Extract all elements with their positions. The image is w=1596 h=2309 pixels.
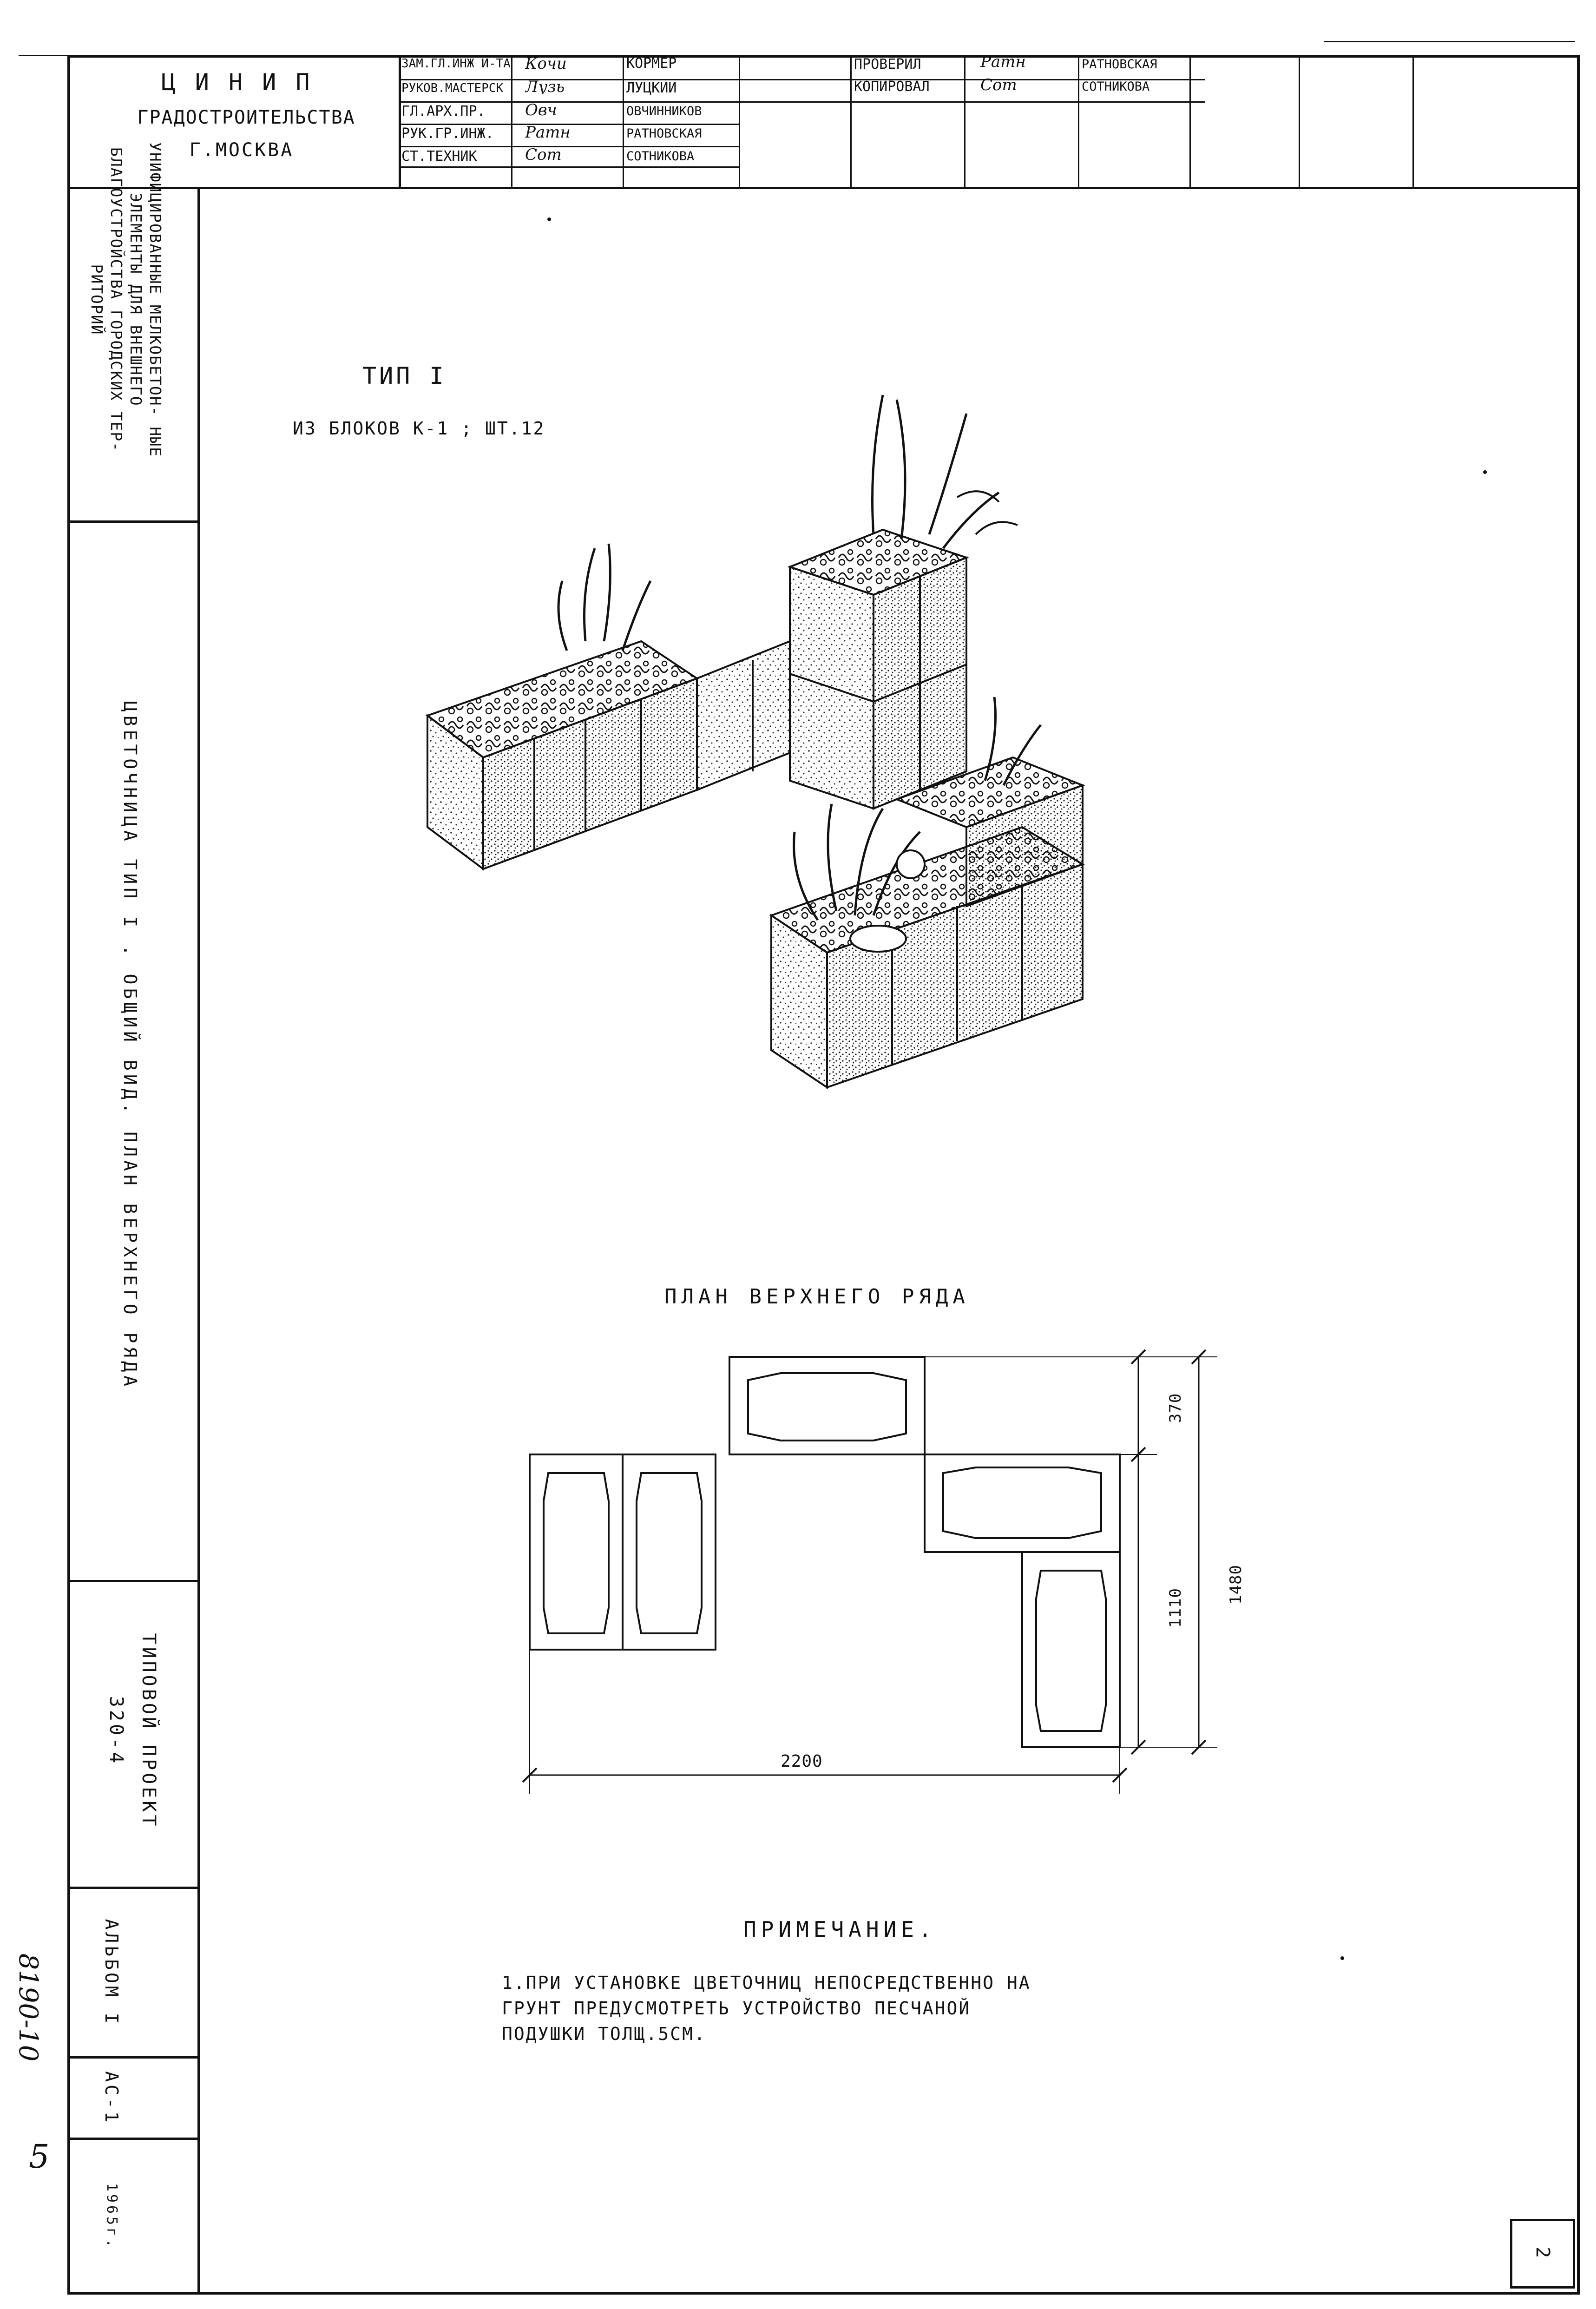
project-label: ТИПОВОЙ ПРОЕКТ	[138, 1633, 159, 1829]
org-name: Ц И Н И П	[161, 69, 313, 96]
type-title: ТИП I	[362, 362, 447, 389]
tb-sig-3: Овч	[525, 103, 557, 117]
plan-drawing	[522, 1349, 1217, 1794]
tb-name-4: РАТНОВСКАЯ	[626, 127, 702, 141]
sheet-code: АС-1	[101, 2071, 122, 2125]
sheet-number: 2	[1532, 2246, 1553, 2261]
left-column-divider	[197, 187, 200, 2294]
tb-role-1: ЗАМ.ГЛ.ИНЖ И-ТА	[401, 57, 510, 71]
album-title: УНИФИЦИРОВАННЫЕ МЕЛКОБЕТОН- НЫЕ ЭЛЕМЕНТЫ…	[88, 142, 164, 457]
dim-1480: 1480	[1227, 1565, 1245, 1605]
side-div-1	[67, 520, 200, 523]
plan-title: ПЛАН ВЕРХНЕГО РЯДА	[664, 1285, 970, 1309]
tb-sig-4: Ратн	[525, 125, 571, 139]
dim-370: 370	[1166, 1393, 1185, 1423]
tb-sig-2: Лузь	[525, 80, 565, 94]
tb-name-3: ОВЧИННИКОВ	[626, 105, 702, 118]
side-div-2	[67, 1580, 200, 1582]
side-div-4	[67, 2056, 200, 2059]
tb-role-4: РУК.ГР.ИНЖ.	[401, 127, 494, 141]
margin-page: 5	[29, 2138, 50, 2176]
check-name-2: СОТНИКОВА	[1082, 80, 1150, 94]
project-number: 320-4	[105, 1696, 127, 1766]
top-stray-line	[19, 55, 70, 56]
stray-dot-1	[547, 217, 551, 221]
sheet-title: ЦВЕТОЧНИЦА ТИП I . ОБЩИЙ ВИД. ПЛАН ВЕРХН…	[120, 701, 140, 1390]
album-number: АЛЬБОМ I	[101, 1919, 122, 2026]
side-div-3	[67, 1887, 200, 1889]
check-name-1: РАТНОВСКАЯ	[1082, 58, 1157, 72]
frame-right	[1577, 55, 1580, 2295]
org-subtitle: ГРАДОСТРОИТЕЛЬСТВА	[137, 107, 355, 128]
stray-dot-3	[1340, 1956, 1344, 1960]
header-bottom-line	[67, 187, 1580, 189]
check-role-1: ПРОВЕРИЛ	[854, 58, 921, 72]
frame-bottom	[67, 2292, 1580, 2295]
side-div-5	[67, 2138, 200, 2140]
dim-2200: 2200	[781, 1752, 823, 1771]
stray-dot-2	[1483, 470, 1487, 474]
sheet-number-box	[1510, 2219, 1575, 2289]
check-role-2: КОПИРОВАЛ	[854, 80, 930, 94]
check-sig-1: Ратн	[980, 55, 1026, 69]
org-city: Г.МОСКВА	[189, 139, 294, 161]
tb-name-2: ЛУЦКИЙ	[626, 81, 677, 95]
sheet-year: 1965г.	[104, 2183, 120, 2250]
frame-top	[67, 55, 1580, 58]
tb-name-5: СОТНИКОВА	[626, 150, 695, 164]
org-cell-divider	[399, 55, 401, 189]
note-line-3: подушки толщ.5см.	[502, 2024, 706, 2044]
tb-name-1: КОРМЕР	[626, 57, 677, 71]
top-right-stray-line	[1324, 41, 1575, 42]
type-subtitle: ИЗ БЛОКОВ К-1 ; ШТ.12	[293, 418, 545, 439]
tb-role-5: СТ.ТЕХНИК	[401, 150, 477, 164]
note-title: ПРИМЕЧАНИЕ.	[743, 1917, 936, 1942]
note-line-1: 1.При установке цветочниц непосредственн…	[502, 1973, 1031, 1993]
tb-sig-1: Кочи	[525, 57, 567, 71]
tb-sig-5: Сот	[525, 148, 562, 162]
frame-left	[67, 55, 70, 2295]
margin-code: 8190-10	[13, 1953, 43, 2062]
tb-role-2: РУКОВ.МАСТЕРСК	[401, 81, 504, 95]
check-sig-2: Сот	[980, 78, 1017, 92]
note-line-2: грунт предусмотреть устройство песчаной	[502, 1998, 971, 2019]
tb-role-3: ГЛ.АРХ.ПР.	[401, 105, 486, 118]
dim-1110: 1110	[1166, 1588, 1185, 1628]
planter-illustration	[425, 395, 1085, 1089]
